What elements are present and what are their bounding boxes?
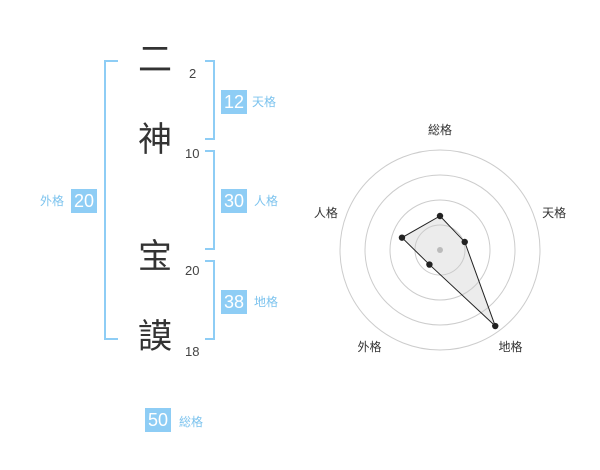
gaikaku-label: 外格	[40, 194, 65, 208]
radar-point-1	[436, 212, 444, 220]
tenkaku-value: 12	[221, 90, 248, 114]
stroke-count-2: 10	[185, 146, 200, 161]
name-char-1: 二	[138, 40, 172, 80]
chikaku-bracket	[205, 260, 215, 340]
radar-axis-label-5: 人格	[314, 205, 338, 220]
radar-ring-3	[364, 174, 516, 326]
radar-ring-2	[389, 199, 491, 301]
radar-series-polygon	[401, 215, 496, 327]
tenkaku-label: 天格	[252, 95, 277, 109]
radar-point-5	[398, 234, 406, 241]
gaikaku-value: 20	[71, 189, 98, 213]
jinkaku-value: 30	[221, 189, 248, 213]
radar-axis-label-2: 天格	[542, 205, 566, 220]
name-char-3: 宝	[138, 237, 172, 277]
stroke-count-3: 20	[185, 263, 200, 278]
soukaku-label: 総格	[179, 415, 204, 429]
radar-point-2	[461, 238, 468, 246]
gaikaku-bracket	[104, 60, 118, 340]
soukaku-value: 50	[145, 408, 172, 432]
jinkaku-bracket	[205, 150, 215, 250]
radar-center-dot	[437, 247, 443, 253]
jinkaku-label: 人格	[254, 194, 279, 208]
tenkaku-bracket	[205, 60, 215, 140]
radar-ring-4	[339, 149, 541, 351]
radar-axis-label-4: 外格	[357, 339, 381, 354]
radar-point-4	[426, 261, 433, 268]
chikaku-value: 38	[221, 290, 248, 314]
radar-axis-label-1: 総格	[428, 122, 452, 137]
chikaku-label: 地格	[254, 295, 279, 309]
stroke-count-4: 18	[185, 344, 200, 359]
stroke-count-1: 2	[189, 66, 197, 81]
radar-axis-label-3: 地格	[499, 339, 523, 354]
radar-point-3	[492, 322, 499, 330]
name-char-4: 謨	[138, 317, 172, 357]
name-char-2: 神	[138, 120, 172, 160]
